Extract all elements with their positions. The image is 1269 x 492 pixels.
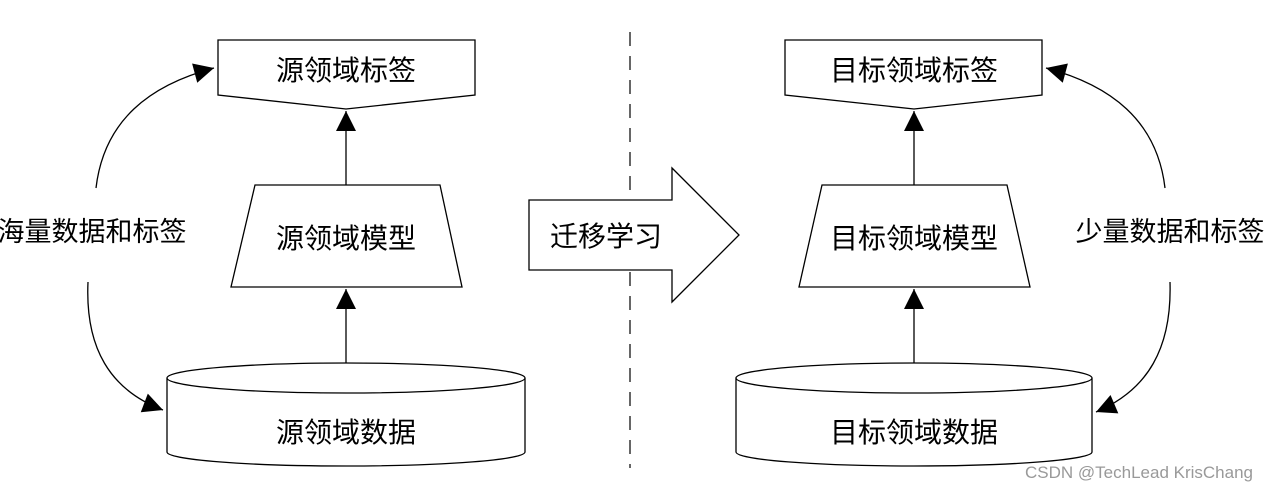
target-data-cylinder-top (735, 362, 1093, 394)
source-data-cylinder-top (166, 362, 526, 394)
target-model-text: 目标领域模型 (830, 222, 998, 255)
target-data-cylinder (735, 378, 1093, 467)
target-data-text: 目标领域数据 (830, 416, 998, 449)
source-model-text: 源领域模型 (276, 222, 416, 255)
target-label-text: 目标领域标签 (830, 54, 998, 87)
target-curve-to-data (1095, 281, 1171, 414)
source-data-text: 源领域数据 (276, 416, 416, 449)
watermark-text: CSDN @TechLead KrisChang (1025, 463, 1253, 482)
source-label-text: 源领域标签 (276, 54, 416, 87)
source-domain-group: 源领域标签 源领域模型 源领域数据 海量数据和标签 (0, 39, 526, 467)
target-domain-group: 目标领域标签 目标领域模型 目标领域数据 少量数据和标签 (735, 39, 1265, 467)
source-curve-to-label (95, 63, 215, 189)
source-data-cylinder (166, 378, 526, 467)
target-label-shape (784, 39, 1043, 110)
transfer-arrow-shape (528, 166, 740, 304)
source-side-text: 海量数据和标签 (0, 217, 187, 248)
source-label-shape (217, 39, 476, 110)
target-curve-to-label (1045, 63, 1166, 189)
target-side-text: 少量数据和标签 (1076, 217, 1265, 248)
source-model-shape (230, 184, 463, 288)
target-model-shape (798, 184, 1031, 288)
transfer-arrow-text: 迁移学习 (550, 220, 662, 253)
transfer-arrow-group: 迁移学习 (528, 166, 740, 304)
source-curve-to-data (87, 281, 164, 413)
